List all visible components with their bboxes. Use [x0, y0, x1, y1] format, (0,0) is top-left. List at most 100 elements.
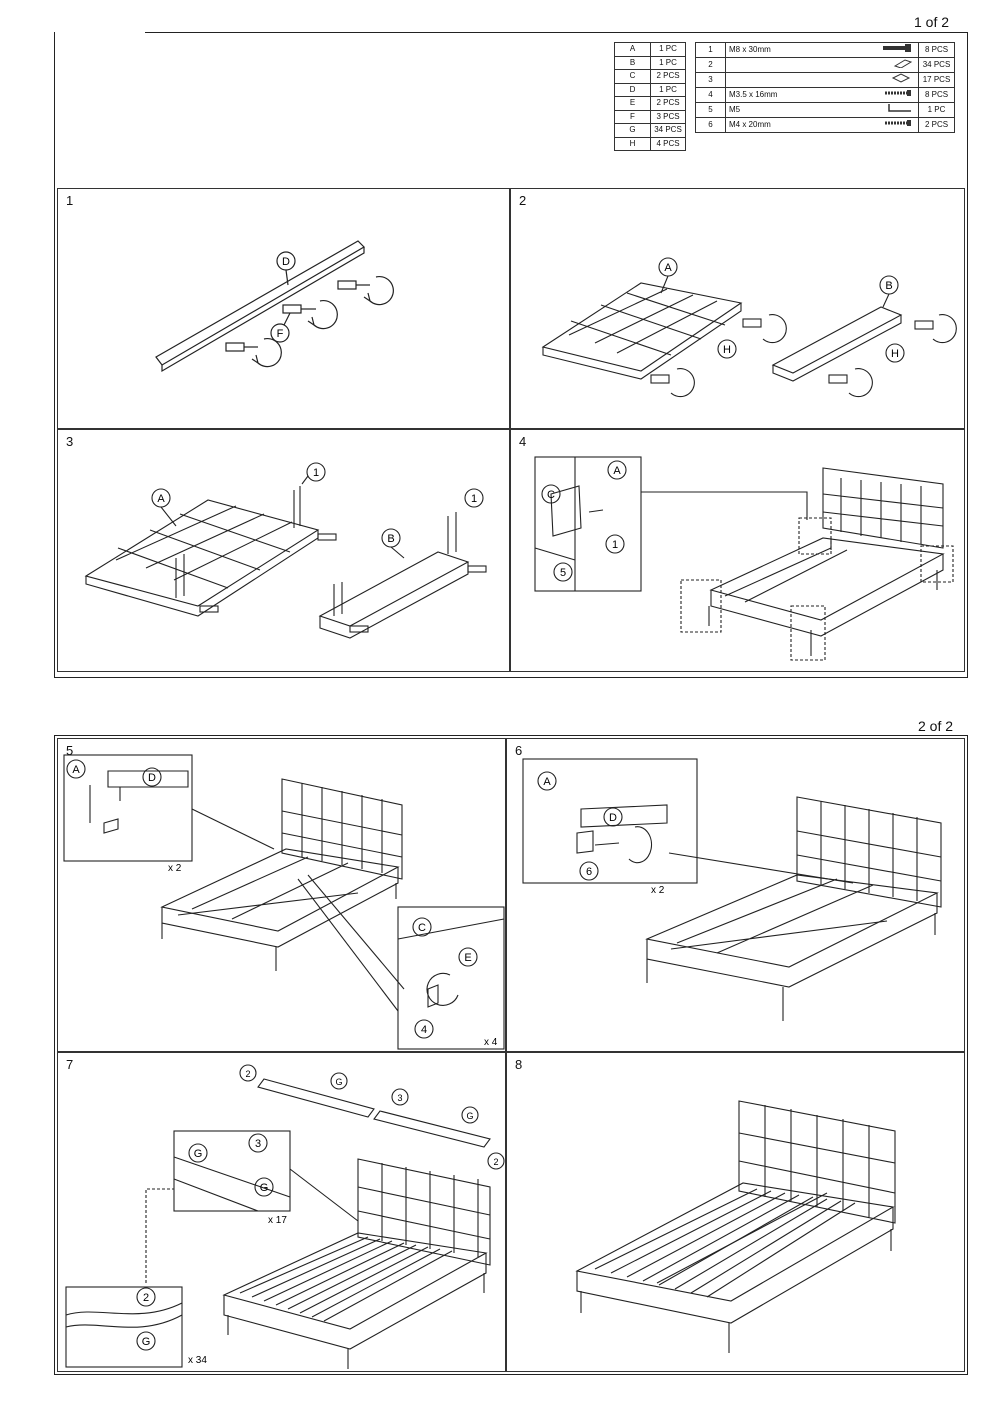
step-6-note-x2: x 2	[651, 885, 665, 896]
step-7-illustration: 2 G 3 G 2 G 3 G 2 G x 17 x 34	[65, 1064, 505, 1369]
step-6-number: 6	[515, 743, 523, 758]
step-3-panel: 3 A 1 B 1	[57, 429, 510, 672]
step-8-panel: 8	[506, 1052, 965, 1372]
hardware-id: 3	[695, 72, 726, 88]
hardware-id: 1	[695, 42, 726, 58]
part-id: G	[614, 123, 651, 138]
step-5-note-x2: x 2	[168, 863, 182, 874]
hardware-qty: 2 PCS	[918, 117, 955, 133]
step-5-callout-4: 4	[421, 1024, 427, 1036]
step-7-callout-2b: 2	[493, 1157, 498, 1167]
hardware-desc: M4 x 20mm	[725, 117, 878, 133]
hardware-desc	[725, 57, 878, 73]
step-7-callout-Gc: G	[194, 1148, 203, 1160]
part-qty: 2 PCS	[650, 69, 686, 84]
page-number-2: 2 of 2	[918, 718, 954, 734]
step-6-callout-A: A	[543, 776, 551, 788]
hardware-id: 5	[695, 102, 726, 118]
step-3-illustration: A 1 B 1	[84, 462, 487, 639]
step-5-callout-E: E	[464, 952, 471, 964]
part-id: B	[614, 55, 651, 70]
allen-key-icon	[878, 102, 919, 118]
step-2-callout-H-1: H	[723, 344, 731, 356]
sheet-1	[54, 32, 968, 678]
step-1-callout-F: F	[277, 328, 284, 340]
part-qty: 1 PC	[650, 55, 686, 70]
step-7-callout-3a: 3	[397, 1093, 402, 1103]
step-7-note-x17: x 17	[268, 1215, 287, 1226]
part-id: H	[614, 136, 651, 151]
step-7-note-x34: x 34	[188, 1355, 207, 1366]
step-8-number: 8	[515, 1057, 523, 1072]
step-4-illustration: A C 1 5	[534, 456, 954, 661]
step-6-illustration: A D 6 x 2	[522, 758, 942, 1021]
step-4-callout-5: 5	[560, 567, 566, 579]
step-5-number: 5	[66, 743, 74, 758]
step-3-callout-A: A	[157, 493, 165, 505]
hardware-desc: M8 x 30mm	[725, 42, 878, 58]
step-5-illustration: A D C E 4 x 2 x 4	[63, 754, 505, 1050]
part-id: A	[614, 42, 651, 57]
step-6-callout-6: 6	[586, 866, 592, 878]
part-qty: 3 PCS	[650, 109, 686, 124]
part-qty: 34 PCS	[650, 123, 686, 138]
hardware-desc: M5	[725, 102, 878, 118]
hardware-id: 2	[695, 57, 726, 73]
step-1-callout-D: D	[282, 256, 290, 268]
part-qty: 2 PCS	[650, 96, 686, 111]
screw-icon	[878, 117, 919, 133]
step-1-illustration: D F	[155, 240, 394, 373]
hardware-id: 6	[695, 117, 726, 133]
hardware-qty: 8 PCS	[918, 87, 955, 103]
step-1-number: 1	[66, 193, 74, 208]
part-qty: 4 PCS	[650, 136, 686, 151]
step-7-callout-Ga: G	[335, 1077, 342, 1087]
step-4-callout-1: 1	[612, 539, 618, 551]
step-4-number: 4	[519, 434, 527, 449]
step-7-callout-3b: 3	[255, 1138, 261, 1150]
step-5-panel: 5 A D C E 4 x 2 x 4	[57, 738, 506, 1052]
hardware-qty: 8 PCS	[918, 42, 955, 58]
sheet-1-left-rule	[54, 32, 55, 678]
step-5-callout-A: A	[72, 764, 80, 776]
step-2-illustration: A B H H	[541, 257, 957, 398]
step-4-callout-A: A	[613, 465, 621, 477]
hardware-desc	[725, 72, 878, 88]
step-5-note-x4: x 4	[484, 1037, 498, 1048]
step-1-panel: 1 D F	[57, 188, 510, 429]
step-7-callout-Gb: G	[466, 1111, 473, 1121]
step-2-callout-H-2: H	[891, 348, 899, 360]
hardware-id: 4	[695, 87, 726, 103]
part-qty: 1 PC	[650, 82, 686, 97]
step-7-callout-2a: 2	[245, 1069, 250, 1079]
step-3-callout-1b: 1	[471, 493, 477, 505]
step-4-callout-C: C	[547, 489, 555, 501]
step-7-callout-Ge: G	[142, 1336, 151, 1348]
step-7-callout-Gd: G	[260, 1182, 269, 1194]
page-number-1: 1 of 2	[914, 14, 950, 30]
part-id: C	[614, 69, 651, 84]
part-id: E	[614, 96, 651, 111]
step-6-panel: 6 A D 6 x 2	[506, 738, 965, 1052]
part-qty: 1 PC	[650, 42, 686, 57]
step-2-callout-B: B	[885, 280, 892, 292]
step-6-callout-D: D	[609, 812, 617, 824]
step-7-callout-2c: 2	[143, 1292, 149, 1304]
step-2-callout-A: A	[664, 262, 672, 274]
step-3-number: 3	[66, 434, 74, 449]
